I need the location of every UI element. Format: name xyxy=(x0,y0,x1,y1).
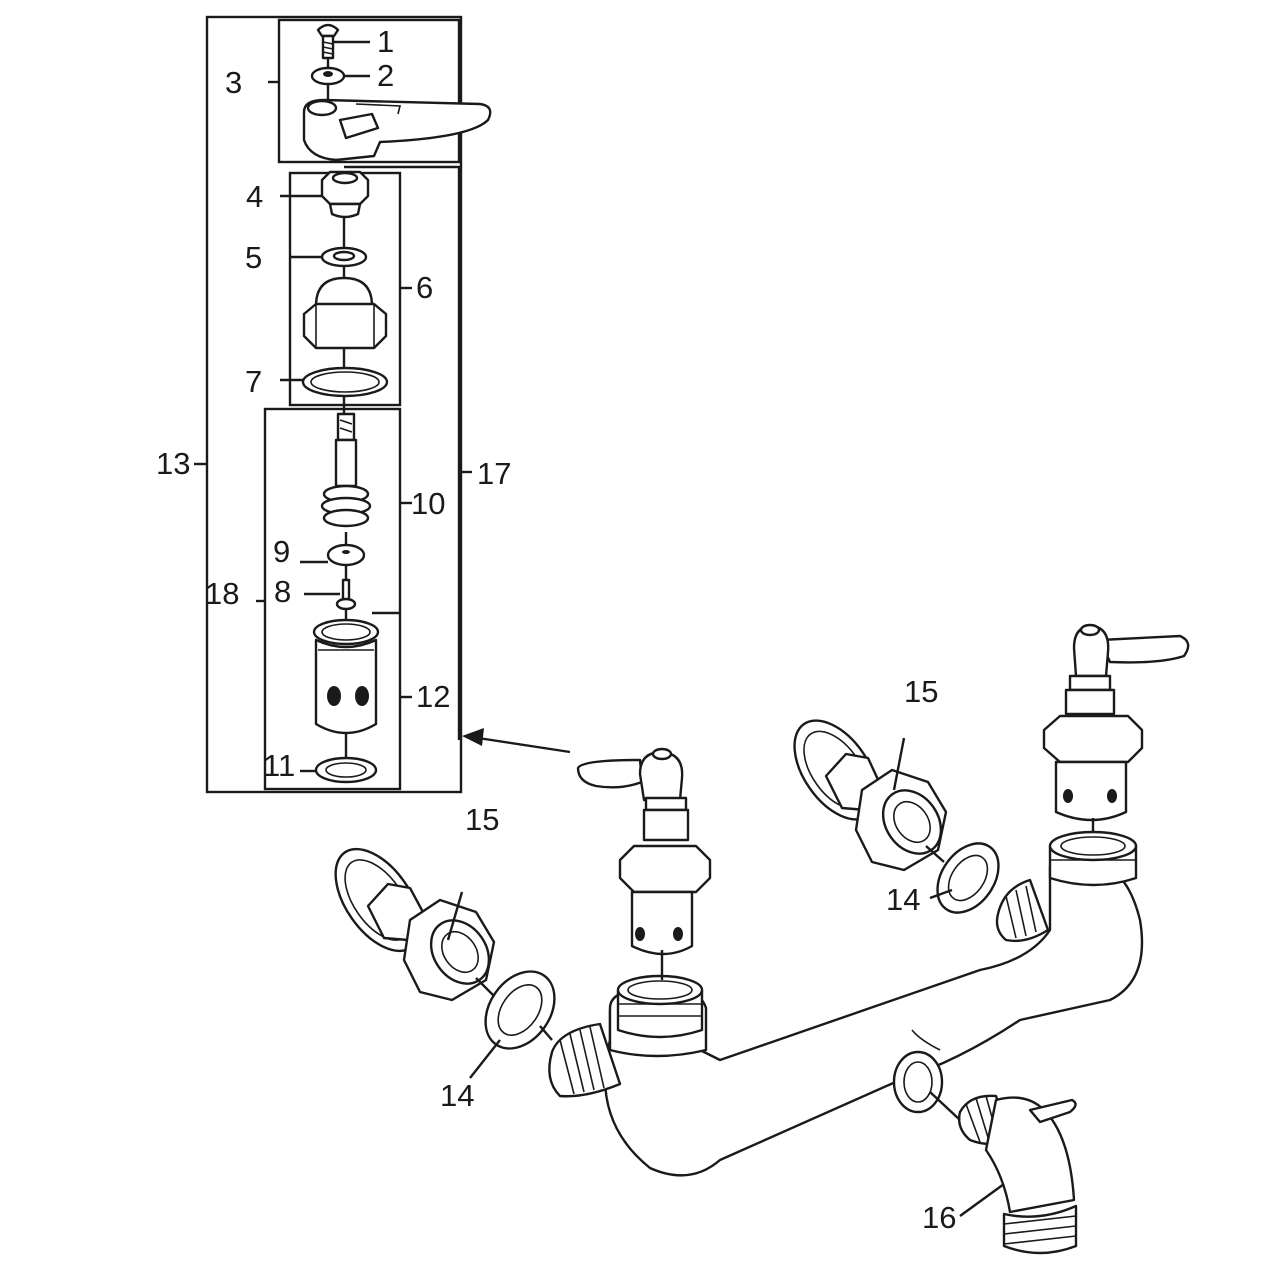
callout-7: 7 xyxy=(245,364,262,399)
part-8-screw xyxy=(335,578,357,611)
part-11-washer xyxy=(314,756,378,784)
part-6-bonnet xyxy=(302,276,388,350)
spout-elbow-16 xyxy=(929,1091,1078,1255)
callout-12: 12 xyxy=(416,679,450,714)
faucet-body xyxy=(548,830,1144,1177)
part-4-packing-nut xyxy=(320,170,370,219)
callout-9: 9 xyxy=(273,534,290,569)
callout-13: 13 xyxy=(156,446,190,481)
callout-6: 6 xyxy=(416,270,433,305)
callout-16: 16 xyxy=(922,1200,956,1235)
callout-14-left: 14 xyxy=(440,1078,474,1113)
right-inlet-threads xyxy=(995,878,1050,943)
part-7-gasket xyxy=(301,366,389,398)
bracket-3 xyxy=(277,18,461,164)
leader-lines xyxy=(280,40,370,773)
assembly-leader-lines xyxy=(446,737,1005,1217)
bracket-17 xyxy=(344,165,461,740)
right-valve-cartridge xyxy=(1042,623,1190,832)
right-valve-port xyxy=(1048,830,1138,887)
part-5-washer xyxy=(320,246,368,268)
assembly-brackets xyxy=(194,15,472,794)
callout-11: 11 xyxy=(263,748,295,783)
callout-14-right: 14 xyxy=(886,882,920,917)
part-10-stem xyxy=(320,412,372,528)
bracket-13 xyxy=(205,15,463,794)
right-washer-14 xyxy=(936,842,1000,914)
center-outlet-port xyxy=(892,1029,944,1114)
left-valve-cartridge xyxy=(576,747,712,980)
part-1-screw xyxy=(316,23,340,60)
part-12-cartridge-body xyxy=(312,618,380,735)
callout-3: 3 xyxy=(225,65,242,100)
callout-10: 10 xyxy=(411,486,445,521)
callout-2: 2 xyxy=(377,58,394,93)
callout-18: 18 xyxy=(205,576,239,611)
callout-8: 8 xyxy=(274,574,291,609)
bracket-18 xyxy=(263,407,402,791)
callout-15-right: 15 xyxy=(904,674,938,709)
part-9-seat-washer xyxy=(326,543,366,567)
callout-5: 5 xyxy=(245,240,262,275)
detail-arrow xyxy=(462,728,571,754)
left-flange-nut xyxy=(334,847,499,1002)
right-flange-nut xyxy=(793,719,948,872)
callout-15-left: 15 xyxy=(465,802,499,837)
part-2-washer xyxy=(310,66,346,86)
callout-17: 17 xyxy=(477,456,511,491)
callout-labels: 1 2 3 4 5 6 7 13 17 10 9 8 18 12 11 15 1… xyxy=(156,24,956,1235)
callout-4: 4 xyxy=(246,179,263,214)
left-inlet-threads xyxy=(548,1022,622,1098)
part-3-lever-handle xyxy=(302,98,492,162)
callout-1: 1 xyxy=(377,24,394,59)
left-valve-port xyxy=(616,974,704,1039)
